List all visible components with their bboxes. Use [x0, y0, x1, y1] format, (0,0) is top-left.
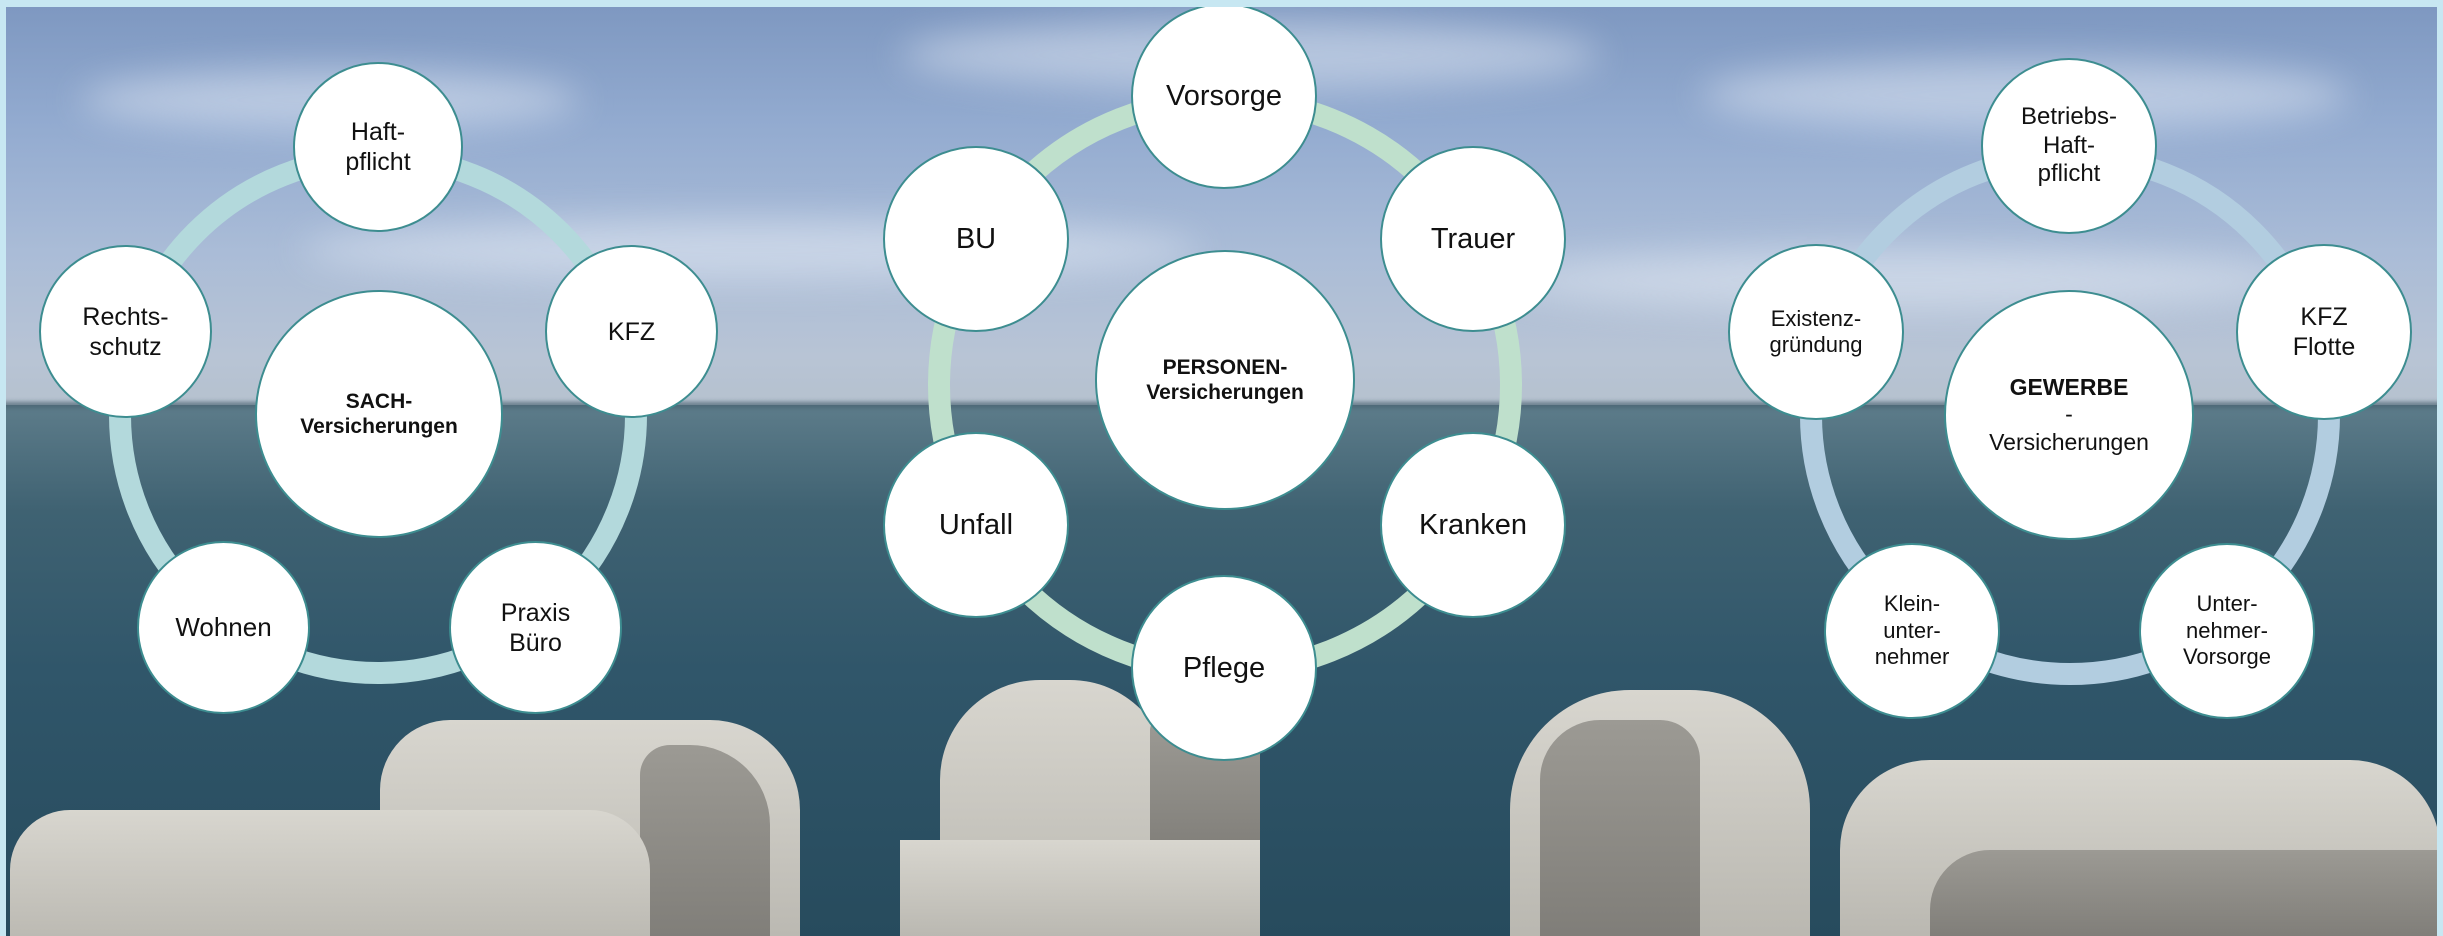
sach-item-rechtsschutz[interactable]: Rechts- schutz: [39, 245, 212, 418]
personen-center-bold: PERSONEN-: [1162, 355, 1288, 379]
personen-item-unfall[interactable]: Unfall: [883, 432, 1069, 618]
sach-center[interactable]: SACH-Versicherungen: [255, 290, 503, 538]
sach-item-kfz[interactable]: KFZ: [545, 245, 718, 418]
gewerbe-center-rest: Versicherungen: [1989, 428, 2149, 455]
rock: [900, 840, 1260, 936]
personen-item-pflege[interactable]: Pflege: [1131, 575, 1317, 761]
gewerbe-item-unternehmer-vorsorge[interactable]: Unter- nehmer- Vorsorge: [2139, 543, 2315, 719]
gewerbe-item-existenzgruendung[interactable]: Existenz- gründung: [1728, 244, 1904, 420]
personen-item-label: Unfall: [938, 508, 1014, 541]
personen-item-label: Pflege: [1182, 651, 1266, 684]
gewerbe-item-betriebs-haftpflicht[interactable]: Betriebs- Haft- pflicht: [1981, 58, 2157, 234]
gewerbe-item-label: Klein- unter- nehmer: [1874, 591, 1950, 670]
rock: [10, 810, 650, 936]
rock: [1930, 850, 2440, 936]
personen-center[interactable]: PERSONEN-Versicherungen: [1095, 250, 1355, 510]
sach-item-label: KFZ: [607, 317, 656, 346]
sach-center-rest: Versicherungen: [300, 415, 458, 438]
sach-item-label: Wohnen: [175, 611, 272, 642]
gewerbe-center[interactable]: GEWERBE-Versicherungen: [1944, 290, 2194, 540]
personen-center-rest: Versicherungen: [1146, 381, 1304, 404]
sach-item-label: Rechts- schutz: [82, 302, 169, 361]
cloud: [1500, 250, 2300, 310]
gewerbe-item-kfz-flotte[interactable]: KFZ Flotte: [2236, 244, 2412, 420]
gewerbe-item-label: Unter- nehmer- Vorsorge: [2182, 591, 2272, 670]
gewerbe-item-kleinunternehmer[interactable]: Klein- unter- nehmer: [1824, 543, 2000, 719]
personen-item-label: Kranken: [1418, 508, 1527, 541]
personen-item-bu[interactable]: BU: [883, 146, 1069, 332]
gewerbe-center-bold: GEWERBE: [2009, 373, 2129, 400]
personen-item-label: Vorsorge: [1165, 79, 1283, 112]
sach-item-label: Praxis Büro: [500, 598, 571, 657]
personen-item-kranken[interactable]: Kranken: [1380, 432, 1566, 618]
sach-item-label: Haft- pflicht: [345, 118, 411, 176]
personen-item-label: BU: [955, 222, 997, 255]
sach-item-haftpflicht[interactable]: Haft- pflicht: [293, 62, 463, 232]
gewerbe-center-dash: -: [2065, 401, 2073, 428]
personen-item-label: Trauer: [1430, 222, 1516, 255]
sach-item-praxis-buero[interactable]: Praxis Büro: [449, 541, 622, 714]
gewerbe-item-label: Existenz- gründung: [1769, 305, 1863, 357]
gewerbe-item-label: Betriebs- Haft- pflicht: [2020, 102, 2118, 188]
rock: [640, 745, 770, 936]
gewerbe-item-label: KFZ Flotte: [2292, 303, 2356, 361]
sach-item-wohnen[interactable]: Wohnen: [137, 541, 310, 714]
sach-center-bold: SACH-: [345, 389, 413, 413]
personen-item-trauer[interactable]: Trauer: [1380, 146, 1566, 332]
rock: [1540, 720, 1700, 936]
